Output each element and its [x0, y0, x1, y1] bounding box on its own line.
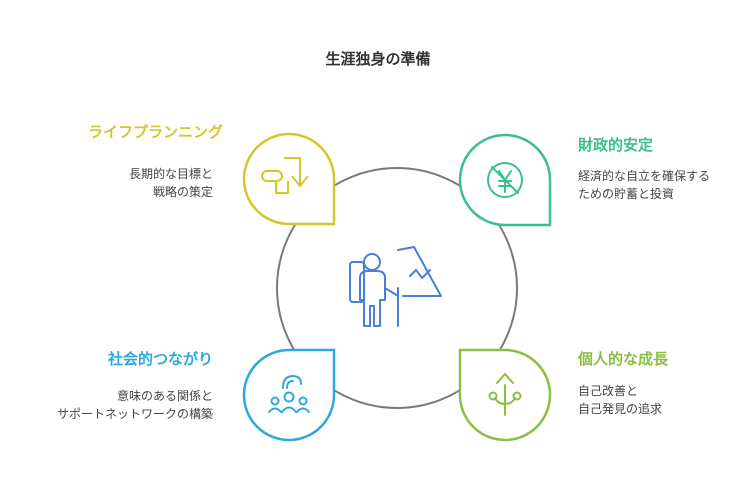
growth-description: 自己改善と 自己発見の追求 [578, 382, 662, 418]
social-heading: 社会的つながり [107, 350, 213, 368]
finance-badge [458, 133, 552, 227]
social-line-1: 意味のある関係と [116, 389, 213, 403]
planning-heading: ライフプランニング [87, 123, 223, 141]
yen-coin-icon [487, 162, 523, 198]
growth-badge [458, 348, 552, 442]
growth-heading: 個人的な成長 [578, 350, 669, 368]
finance-heading: 財政的安定 [578, 136, 654, 154]
social-line-2: サポートネットワークの構築 [56, 407, 213, 421]
planning-description: 長期的な目標と 戦略の策定 [129, 165, 213, 201]
stairs-arrow-icon [261, 157, 309, 194]
growth-line-2: 自己発見の追求 [578, 402, 663, 416]
hiker-mountain-icon [349, 246, 442, 327]
growth-line-1: 自己改善と [578, 384, 639, 398]
social-description: 意味のある関係と サポートネットワークの構築 [57, 387, 213, 423]
finance-description: 経済的な自立を確保する ための貯蓄と投資 [578, 167, 710, 203]
finance-line-1: 経済的な自立を確保する [578, 169, 711, 183]
planning-line-1: 長期的な目標と [128, 167, 213, 181]
people-network-icon [268, 374, 310, 413]
planning-line-2: 戦略の策定 [152, 185, 213, 199]
social-badge [242, 348, 336, 442]
sprout-growth-icon [488, 373, 522, 416]
finance-line-2: ための貯蓄と投資 [578, 187, 675, 201]
page-title: 生涯独身の準備 [325, 50, 431, 68]
planning-badge [242, 132, 336, 226]
